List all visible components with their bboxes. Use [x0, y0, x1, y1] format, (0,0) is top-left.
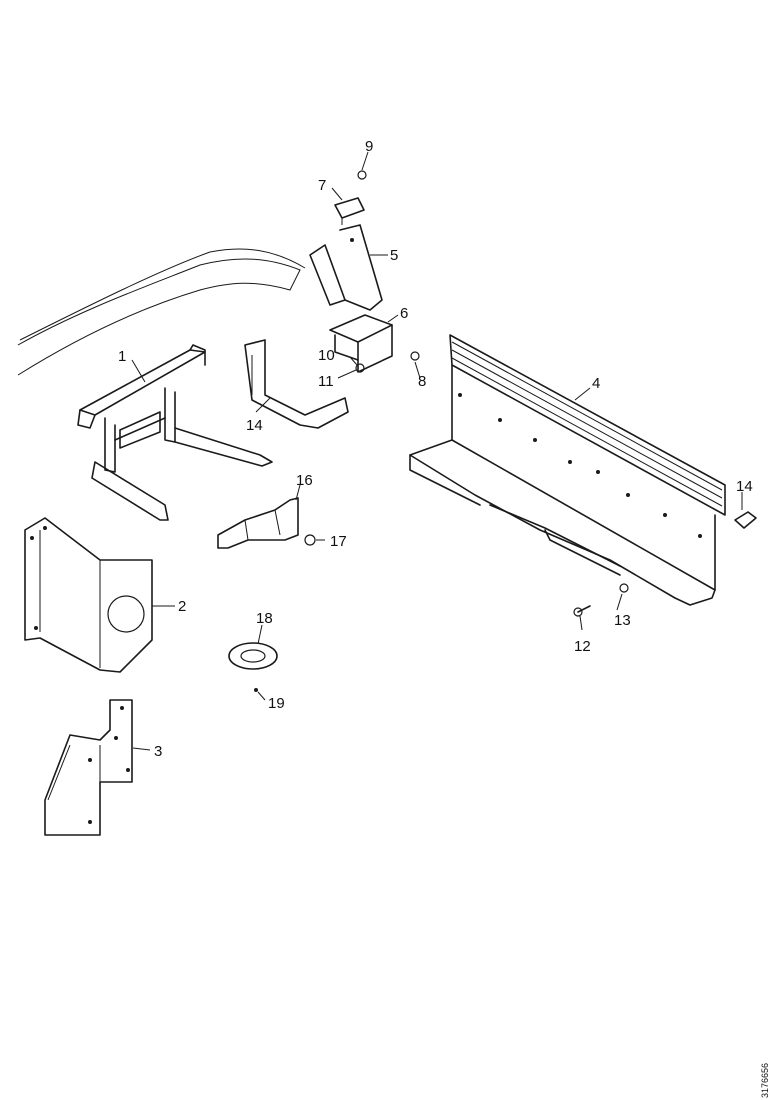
part-3-plate [44, 699, 133, 836]
callout-1: 1 [118, 348, 126, 365]
callout-17: 17 [330, 533, 347, 550]
part-4-rail [409, 334, 726, 606]
callout-3: 3 [154, 743, 162, 760]
callout-2: 2 [178, 598, 186, 615]
hardware [304, 170, 757, 617]
callout-14-right: 14 [736, 478, 753, 495]
callout-14-left: 14 [246, 417, 263, 434]
callout-labels: 1 2 3 4 5 6 7 8 9 10 11 12 13 14 14 16 1… [118, 138, 753, 760]
part-2-plate [24, 517, 153, 673]
callout-8-right: 8 [418, 373, 426, 390]
figure-reference: 3176656 [760, 1063, 770, 1098]
callout-12: 12 [574, 638, 591, 655]
leader-lines [131, 151, 743, 751]
callout-13: 13 [614, 612, 631, 629]
frame-outline [17, 248, 306, 376]
callout-11: 11 [318, 373, 334, 390]
callout-19: 19 [268, 695, 285, 712]
callout-16: 16 [296, 472, 313, 489]
part-14-bracket [244, 339, 349, 429]
part-5-bracket [309, 224, 383, 311]
callout-7: 7 [318, 177, 326, 194]
part-1-bracket [77, 344, 273, 521]
callout-18: 18 [256, 610, 273, 627]
callout-4: 4 [592, 375, 600, 392]
part-16-bracket [217, 497, 299, 549]
callout-6: 6 [400, 305, 408, 322]
callout-10: 10 [318, 347, 335, 364]
part-6-clamp [329, 314, 393, 373]
part-7-clip [334, 197, 365, 225]
callout-9: 9 [365, 138, 373, 155]
part-18-grommet [228, 642, 278, 692]
callout-5: 5 [390, 247, 398, 264]
